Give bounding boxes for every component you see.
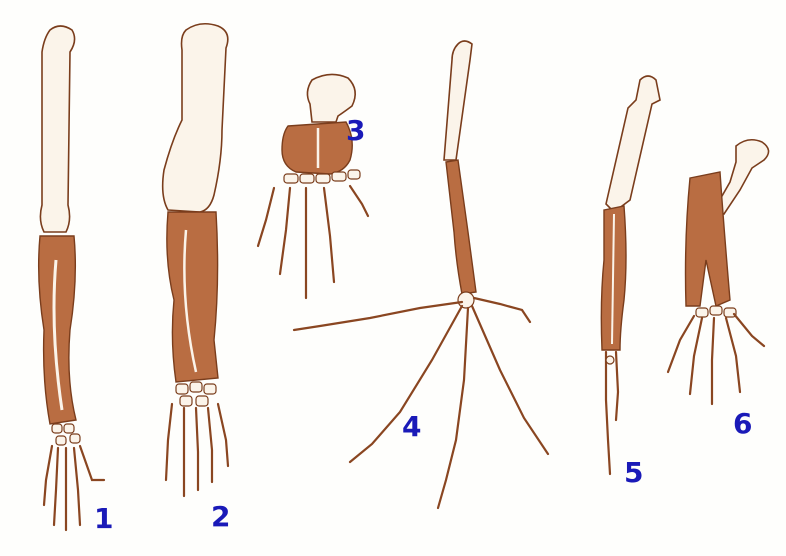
- limb-label-6: 6: [733, 410, 752, 438]
- limb-5-humerus: [606, 76, 660, 212]
- limb-4-humerus: [444, 41, 472, 160]
- limb-4-digits: [294, 292, 548, 508]
- limb-1: [39, 26, 104, 530]
- limb-5-hand: [606, 352, 618, 474]
- limb-2-humerus: [163, 24, 228, 212]
- limb-label-1: 1: [94, 505, 113, 533]
- limb-1-humerus: [40, 26, 74, 232]
- limb-label-2: 2: [211, 503, 230, 531]
- limb-label-3: 3: [346, 117, 365, 145]
- limb-3: [258, 74, 368, 298]
- limb-6-hand: [668, 306, 764, 404]
- limb-label-5: 5: [624, 459, 643, 487]
- limb-2: [163, 24, 228, 496]
- limb-1-forearm: [39, 236, 76, 424]
- limb-3-hand: [258, 170, 368, 298]
- limb-2-hand: [166, 382, 228, 496]
- limb-5: [601, 76, 660, 474]
- limb-4-forearm: [446, 160, 476, 294]
- limb-6: [668, 140, 769, 404]
- limb-label-4: 4: [402, 413, 421, 441]
